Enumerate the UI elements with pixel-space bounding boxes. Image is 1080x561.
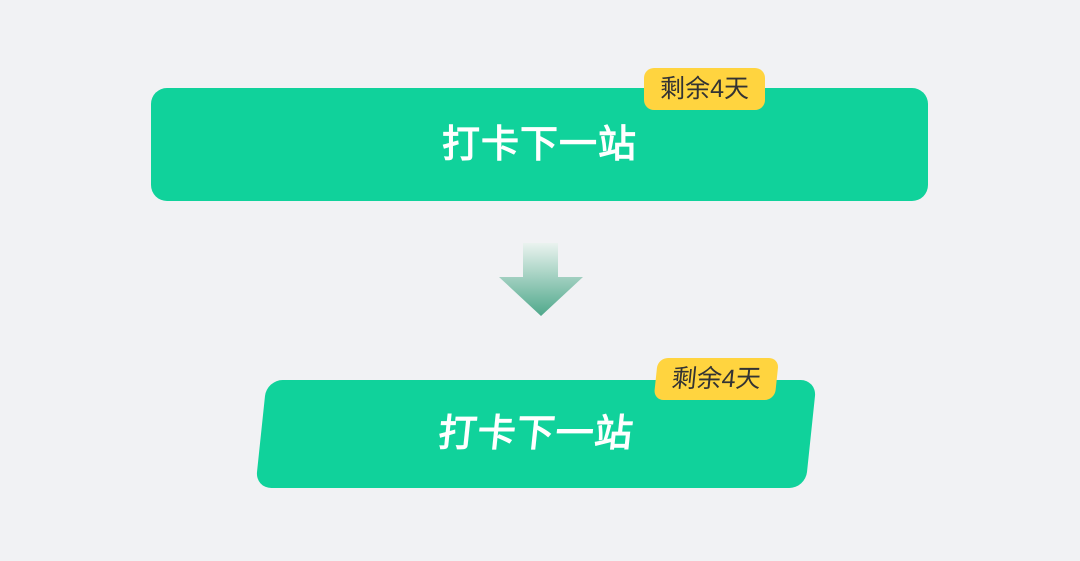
remaining-days-badge: 剩余4天 (653, 358, 779, 400)
checkin-button-label: 打卡下一站 (436, 413, 636, 455)
down-arrow-icon (499, 243, 583, 316)
checkin-button-before[interactable]: 打卡下一站 剩余4天 (151, 68, 928, 201)
checkin-button-label: 打卡下一站 (441, 123, 637, 166)
remaining-days-badge: 剩余4天 (644, 68, 765, 110)
checkin-button-after[interactable]: 打卡下一站 剩余4天 (255, 358, 817, 488)
